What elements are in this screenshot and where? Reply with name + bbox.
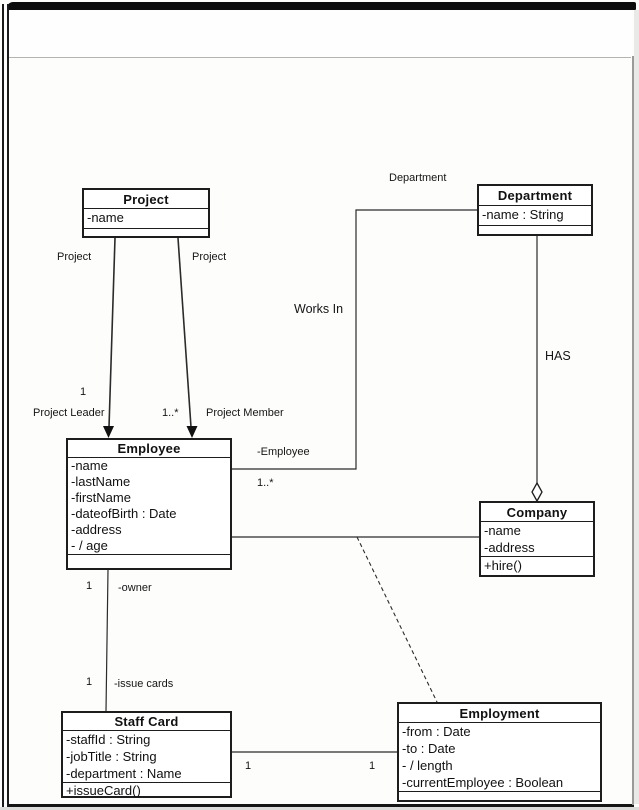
class-project: Project -name [82,188,210,238]
attribute: -staffId : String [66,732,151,747]
edge-project-leader [108,237,116,428]
attribute: -address [71,522,122,537]
class-project-title: Project [123,191,169,207]
class-employment-title: Employment [459,705,540,721]
label-project-role-right: Project [192,251,227,263]
label-department-role: Department [389,172,447,184]
attribute: -lastName [71,474,131,489]
attribute: -name [87,210,124,225]
operation: +hire() [484,558,522,573]
class-company-attributes: -name -address [481,521,593,556]
label-member-multiplicity: 1..* [162,407,179,419]
label-staffcard-multiplicity: 1 [245,760,252,772]
attribute: -jobTitle : String [66,749,157,764]
class-employee: Employee -name -lastName -firstName -dat… [66,438,232,570]
class-employee-operations [68,554,230,568]
attribute: -name [71,458,108,473]
arrowhead-leader-icon [103,426,114,438]
scan-border-bottom [8,804,634,807]
attribute: - / length [402,758,453,773]
class-employment-attributes: -from : Date -to : Date - / length -curr… [399,722,600,791]
class-employment: Employment -from : Date -to : Date - / l… [397,702,602,802]
class-department-title: Department [497,188,573,203]
label-leader-multiplicity: 1 [80,386,87,398]
scan-edge-right [634,10,639,804]
label-employee-role: -Employee [257,446,310,458]
class-staff-card-title: Staff Card [114,714,179,729]
edge-project-member [177,237,192,428]
aggregation-diamond-icon [531,481,543,503]
class-staff-card: Staff Card -staffId : String -jobTitle :… [61,711,232,798]
label-issue-role: -issue cards [114,678,174,690]
operation: +issueCard() [66,783,141,798]
attribute: -to : Date [402,741,456,756]
edge-association-class-dashed [356,536,438,703]
class-department-attributes: -name : String [479,205,591,225]
scan-border-right [632,56,634,805]
attribute: -currentEmployee : Boolean [402,775,564,790]
class-project-operations [84,228,208,238]
label-employment-multiplicity: 1 [369,760,376,772]
class-department-operations [479,225,591,236]
arrowhead-member-icon [186,426,198,438]
page-top-margin [9,10,632,57]
class-company-operations: +hire() [481,556,593,576]
attribute: -name [484,523,521,538]
label-issue-multiplicity: 1 [86,676,93,688]
attribute: -from : Date [402,724,471,739]
class-staff-card-attributes: -staffId : String -jobTitle : String -de… [63,730,230,782]
class-company-title: Company [506,504,568,520]
label-leader-role: Project Leader [33,407,105,419]
class-employee-attributes: -name -lastName -firstName -dateofBirth … [68,457,230,554]
label-member-role: Project Member [206,407,284,419]
edge-works-in [232,209,477,470]
label-owner-multiplicity: 1 [86,580,93,592]
attribute: -dateofBirth : Date [71,506,177,521]
class-project-attributes: -name [84,208,208,228]
label-works-in: Works In [294,302,344,316]
scan-border-top [7,2,636,10]
label-owner-role: -owner [118,582,152,594]
class-department: Department -name : String [477,184,593,236]
attribute: -address [484,540,535,555]
class-employee-title: Employee [117,441,181,456]
edge-employee-staffcard [105,569,109,712]
scan-border-left [2,4,9,807]
label-project-role-left: Project [57,251,92,263]
scan-edge-bottom [0,807,639,810]
attribute: -department : Name [66,766,182,781]
scan-hairline [9,57,631,58]
label-employee-multiplicity: 1..* [257,477,274,489]
class-staff-card-operations: +issueCard() [63,782,230,799]
class-employment-operations [399,791,600,801]
attribute: -firstName [71,490,131,505]
attribute: -name : String [482,207,564,222]
attribute: - / age [71,538,108,553]
label-has: HAS [545,349,571,363]
class-company: Company -name -address +hire() [479,501,595,577]
